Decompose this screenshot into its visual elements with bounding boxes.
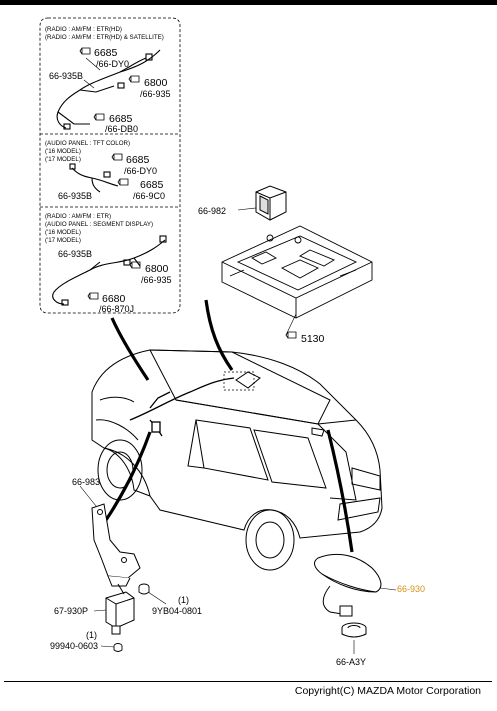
roof-antenna-66-930[interactable] — [314, 553, 382, 617]
panel2-header-2: ('16 MODEL) — [45, 148, 81, 155]
ref-icon — [128, 75, 140, 83]
panel2-header-1: (AUDIO PANEL : TFT COLOR) — [45, 140, 130, 147]
panel3-header-4: ('17 MODEL) — [45, 237, 81, 244]
panel3-ref1-code[interactable]: 6800 — [145, 263, 169, 275]
ref-icon — [285, 331, 297, 339]
ref-icon — [87, 292, 99, 300]
panel3-ref2-code[interactable]: 6680 — [102, 293, 126, 305]
antenna-bracket-66-983[interactable] — [91, 503, 141, 587]
ref-icon — [93, 113, 105, 121]
panel1-ref1-sub[interactable]: /66-DY0 — [96, 59, 129, 69]
bottom-rule — [4, 681, 492, 682]
feeder-cable — [69, 163, 119, 193]
panel-2: (AUDIO PANEL : TFT COLOR) ('16 MODEL) ('… — [45, 140, 165, 201]
ref-5130[interactable]: 5130 — [301, 333, 325, 345]
part-99940-0603[interactable]: 99940-0603 — [50, 641, 98, 651]
panel-1: (RADIO : AM/FM : ETR(HD) (RADIO : AM/FM … — [45, 26, 171, 134]
part-66-982[interactable]: 66-982 — [198, 206, 226, 216]
part-66-a3y[interactable]: 66-A3Y — [336, 657, 366, 667]
panel-3: (RADIO : AM/FM : ETR) (AUDIO PANEL : SEG… — [45, 213, 172, 314]
copyright-text: Copyright(C) MAZDA Motor Corporation — [294, 685, 481, 697]
overhead-console[interactable] — [221, 225, 373, 319]
panel3-ref2-sub[interactable]: /66-870J — [99, 304, 134, 314]
panel1-ref1-code[interactable]: 6685 — [94, 47, 118, 59]
ref-icon — [111, 153, 123, 161]
part-qty-1a: (1) — [178, 595, 189, 605]
ref-icon — [117, 178, 129, 186]
panel1-ref3-code[interactable]: 6685 — [109, 113, 133, 125]
panel1-ref2-code[interactable]: 6800 — [144, 77, 168, 89]
panel1-ref3-sub[interactable]: /66-DB0 — [105, 124, 138, 134]
panel2-ref2-code[interactable]: 6685 — [140, 179, 164, 191]
antenna-connector-66-982[interactable] — [255, 185, 287, 221]
callout-arrows — [104, 299, 354, 553]
panel1-part-label[interactable]: 66-935B — [49, 71, 83, 81]
ref-icon — [129, 261, 141, 269]
part-67-930p[interactable]: 67-930P — [54, 606, 88, 616]
part-66-983[interactable]: 66-983 — [72, 477, 100, 487]
part-9yb04-0801[interactable]: 9YB04-0801 — [152, 606, 202, 616]
amplifier-67-930p[interactable] — [105, 583, 135, 635]
panel3-header-3: ('16 MODEL) — [45, 229, 81, 236]
panel1-ref2-sub[interactable]: /66-935 — [140, 89, 171, 99]
panel2-ref1-sub[interactable]: /66-DY0 — [124, 166, 157, 176]
panel3-header-1: (RADIO : AM/FM : ETR) — [45, 213, 111, 220]
panel2-header-3: ('17 MODEL) — [45, 156, 81, 163]
panel2-ref1-code[interactable]: 6685 — [126, 154, 150, 166]
feeder-cable — [52, 235, 167, 306]
panel1-header-2: (RADIO : AM/FM : ETR(HD) & SATELLITE) — [45, 34, 164, 41]
antenna-feeder-variants-frame — [39, 17, 181, 314]
part-66-930[interactable]: 66-930 — [397, 584, 425, 594]
panel2-part-label[interactable]: 66-935B — [58, 191, 92, 201]
nut-99940[interactable] — [113, 643, 123, 652]
ref-icon — [79, 47, 91, 55]
panel1-header-1: (RADIO : AM/FM : ETR(HD) — [45, 26, 122, 33]
screw-9yb04[interactable] — [138, 583, 150, 595]
feeder-cable — [56, 49, 161, 130]
part-qty-1b: (1) — [86, 630, 97, 640]
panel3-header-2: (AUDIO PANEL : SEGMENT DISPLAY) — [45, 221, 153, 228]
panel3-ref1-sub[interactable]: /66-935 — [141, 275, 172, 285]
top-rule — [0, 0, 497, 5]
panel3-part-label[interactable]: 66-935B — [58, 249, 92, 259]
vehicle-body — [91, 349, 383, 571]
antenna-base-66-a3y[interactable] — [341, 622, 367, 638]
panel2-ref2-sub[interactable]: /66-9C0 — [133, 191, 165, 201]
cable-routing — [129, 377, 235, 437]
